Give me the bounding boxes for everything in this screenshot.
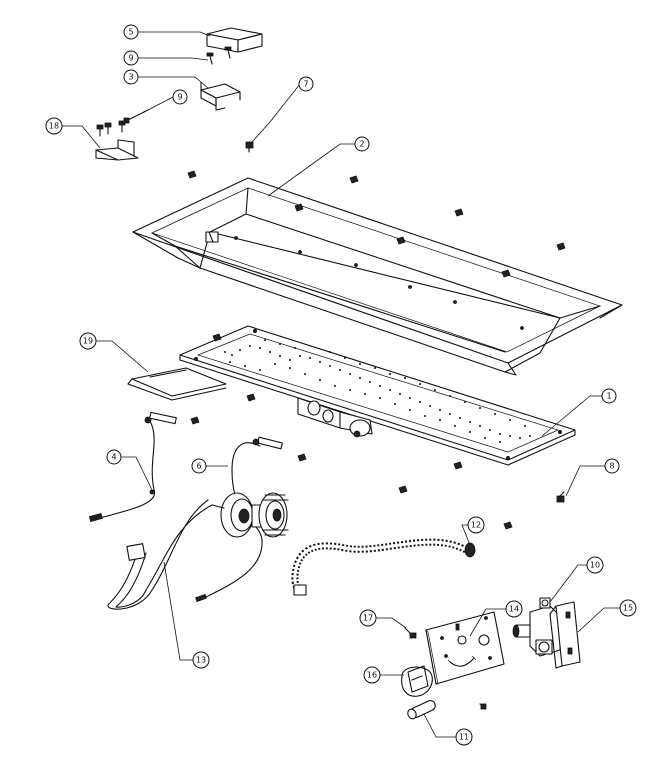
svg-text:5: 5 (128, 28, 133, 37)
svg-text:19: 19 (83, 337, 93, 346)
nut-group (187, 170, 566, 278)
svg-text:7: 7 (303, 80, 308, 89)
svg-text:17: 17 (363, 614, 373, 623)
callout-13[interactable]: 13 (192, 651, 210, 669)
svg-text:4: 4 (111, 453, 116, 462)
callout-4[interactable]: 4 (106, 449, 122, 465)
svg-text:6: 6 (196, 462, 201, 471)
callout-7[interactable]: 7 (298, 76, 314, 92)
svg-text:3: 3 (128, 73, 133, 82)
callout-1[interactable]: 1 (601, 388, 617, 404)
callout-10[interactable]: 10 (586, 556, 604, 574)
callout-14[interactable]: 14 (505, 600, 523, 618)
screw-group-9b (96, 109, 149, 137)
svg-text:18: 18 (49, 122, 59, 131)
screw-group-9 (206, 46, 232, 65)
svg-text:8: 8 (609, 462, 614, 471)
svg-text:11: 11 (459, 733, 469, 742)
callout-11[interactable]: 11 (455, 728, 473, 746)
svg-text:14: 14 (509, 605, 519, 614)
callout-12[interactable]: 12 (467, 516, 485, 534)
callout-16[interactable]: 16 (363, 666, 381, 684)
callout-3[interactable]: 3 (123, 69, 139, 85)
callout-19[interactable]: 19 (79, 332, 97, 350)
svg-text:16: 16 (367, 671, 377, 680)
part-thermocouple (88, 411, 177, 522)
callout-2[interactable]: 2 (354, 136, 370, 152)
callout-6[interactable]: 6 (191, 458, 207, 474)
svg-text:1: 1 (606, 392, 611, 401)
svg-text:12: 12 (471, 521, 481, 530)
svg-text:13: 13 (196, 656, 206, 665)
screw-8 (556, 491, 565, 503)
callout-5[interactable]: 5 (123, 24, 139, 40)
callout-9b[interactable]: 9 (172, 89, 188, 105)
part-spark-igniter (407, 700, 436, 720)
callout-9[interactable]: 9 (123, 50, 139, 66)
part-burner-plate (179, 325, 576, 466)
callout-15[interactable]: 15 (619, 599, 637, 617)
part-regulator-hose (107, 492, 289, 610)
screw-7 (245, 141, 254, 153)
part-burner-pan (132, 177, 623, 376)
part-small-bracket (95, 139, 139, 161)
part-gas-valve (512, 597, 561, 657)
part-flex-gas-line (291, 538, 476, 596)
callout-8[interactable]: 8 (604, 458, 620, 474)
part-cover-box (206, 27, 263, 53)
part-heat-shield (127, 367, 227, 401)
part-venturi-tube (297, 397, 373, 438)
svg-text:9: 9 (177, 93, 182, 102)
screw-17 (404, 627, 487, 710)
callout-18[interactable]: 18 (45, 117, 63, 135)
part-valve-bracket (549, 601, 581, 669)
svg-text:2: 2 (359, 140, 364, 149)
nut-group-lower (190, 333, 513, 530)
svg-text:9: 9 (128, 54, 133, 63)
leader-lines (62, 31, 620, 738)
svg-text:10: 10 (590, 561, 600, 570)
part-bracket (200, 81, 241, 111)
callouts: 5 9 3 9 18 7 2 19 1 4 6 8 12 10 17 14 15… (45, 24, 637, 746)
callout-17[interactable]: 17 (359, 609, 377, 627)
part-control-panel (425, 611, 505, 685)
svg-text:15: 15 (623, 604, 633, 613)
part-control-knob (401, 665, 433, 697)
